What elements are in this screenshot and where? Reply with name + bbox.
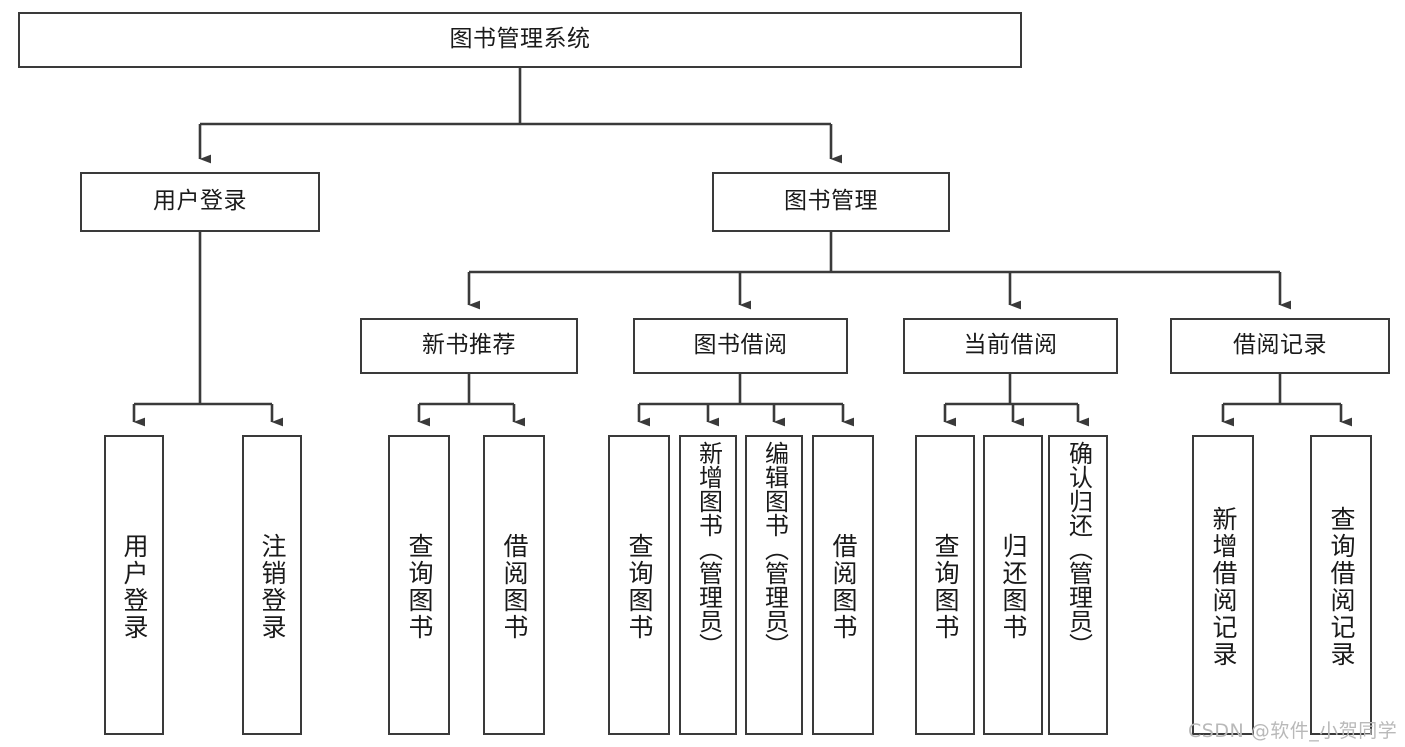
node-leaf-edit-book[interactable]: 编辑图书（管理员） <box>745 435 803 735</box>
node-leaf-query-book-1-label: 查询图书 <box>405 533 434 641</box>
node-leaf-query-record[interactable]: 查询借阅记录 <box>1310 435 1372 735</box>
node-leaf-query-book-3-label: 查询图书 <box>931 533 960 641</box>
node-leaf-confirm-return-label: 确认归还（管理员） <box>1064 441 1093 657</box>
node-leaf-return-book[interactable]: 归还图书 <box>983 435 1043 735</box>
node-leaf-edit-book-label: 编辑图书（管理员） <box>760 441 789 657</box>
node-user-login[interactable]: 用户登录 <box>80 172 320 232</box>
node-root-label: 图书管理系统 <box>449 26 591 53</box>
node-leaf-query-book-3[interactable]: 查询图书 <box>915 435 975 735</box>
node-leaf-borrow-book-1[interactable]: 借阅图书 <box>483 435 545 735</box>
node-borrow-record-label: 借阅记录 <box>1233 332 1327 359</box>
node-leaf-query-book-2-label: 查询图书 <box>625 533 654 641</box>
node-current-borrow[interactable]: 当前借阅 <box>903 318 1118 374</box>
node-leaf-logout-login-label: 注销登录 <box>258 533 287 641</box>
node-leaf-user-login[interactable]: 用户登录 <box>104 435 164 735</box>
node-book-manage-label: 图书管理 <box>784 188 878 215</box>
node-root[interactable]: 图书管理系统 <box>18 12 1022 68</box>
node-leaf-add-book-label: 新增图书（管理员） <box>694 441 723 657</box>
node-leaf-borrow-book-2-label: 借阅图书 <box>829 533 858 641</box>
node-new-book-recommend-label: 新书推荐 <box>422 332 516 359</box>
node-book-borrow[interactable]: 图书借阅 <box>633 318 848 374</box>
node-leaf-borrow-book-2[interactable]: 借阅图书 <box>812 435 874 735</box>
node-leaf-add-record-label: 新增借阅记录 <box>1209 506 1238 668</box>
watermark-text: CSDN @软件_小贺同学 <box>1188 720 1398 742</box>
node-leaf-query-book-1[interactable]: 查询图书 <box>388 435 450 735</box>
node-user-login-label: 用户登录 <box>153 188 247 215</box>
node-leaf-add-book[interactable]: 新增图书（管理员） <box>679 435 737 735</box>
node-book-manage[interactable]: 图书管理 <box>712 172 950 232</box>
node-leaf-confirm-return[interactable]: 确认归还（管理员） <box>1048 435 1108 735</box>
node-leaf-add-record[interactable]: 新增借阅记录 <box>1192 435 1254 735</box>
node-new-book-recommend[interactable]: 新书推荐 <box>360 318 578 374</box>
node-current-borrow-label: 当前借阅 <box>963 332 1058 359</box>
node-leaf-query-record-label: 查询借阅记录 <box>1327 506 1356 668</box>
node-leaf-return-book-label: 归还图书 <box>999 533 1028 641</box>
node-leaf-logout-login[interactable]: 注销登录 <box>242 435 302 735</box>
node-leaf-borrow-book-1-label: 借阅图书 <box>500 533 529 641</box>
node-leaf-query-book-2[interactable]: 查询图书 <box>608 435 670 735</box>
node-borrow-record[interactable]: 借阅记录 <box>1170 318 1390 374</box>
node-book-borrow-label: 图书借阅 <box>693 332 788 359</box>
node-leaf-user-login-label: 用户登录 <box>120 533 149 641</box>
